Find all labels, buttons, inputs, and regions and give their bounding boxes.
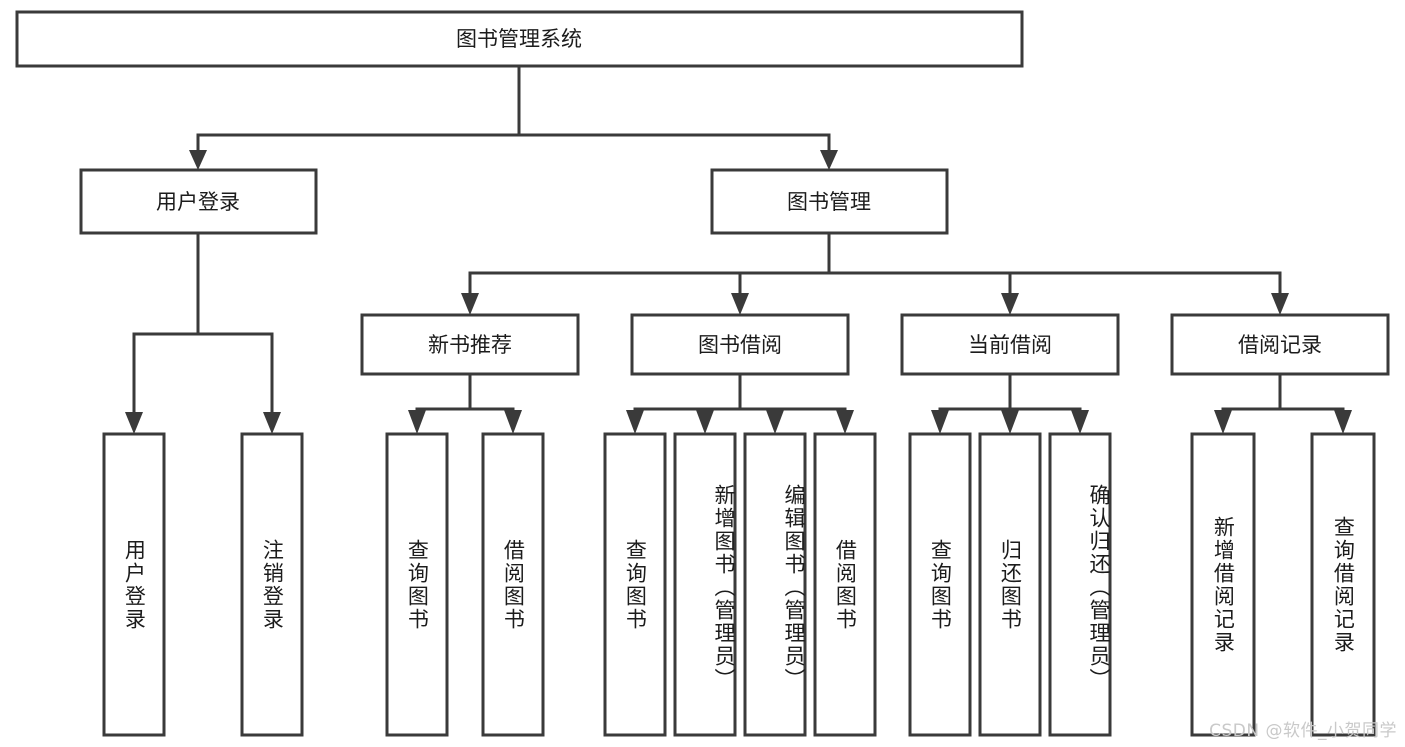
arrow-head-leaf-nbr-2 — [504, 410, 522, 434]
arrow-head-leaf-user-login-1 — [125, 412, 143, 434]
node-box-book-manage[interactable] — [710, 168, 949, 235]
node-box-new-book-recommend[interactable] — [360, 313, 580, 376]
node-box-current-borrow[interactable] — [900, 313, 1120, 376]
arrow-head-leaf-cb-2 — [1001, 410, 1019, 434]
arrow-head-current-borrow — [1001, 293, 1019, 315]
arrow-head-leaf-nbr-1 — [408, 410, 426, 434]
node-box-borrow-records[interactable] — [1170, 313, 1390, 376]
arrow-head-leaf-user-login-2 — [263, 412, 281, 434]
arrow-head-leaf-cb-1 — [931, 410, 949, 434]
node-box-book-borrow[interactable] — [630, 313, 850, 376]
watermark-text: CSDN @软件_小贺同学 — [1209, 721, 1397, 741]
node-box-leaf-bb-edit-book[interactable] — [743, 432, 807, 737]
node-box-leaf-br-add-record[interactable] — [1190, 432, 1256, 737]
node-box-leaf-cb-query-book[interactable] — [908, 432, 972, 737]
node-label-current-borrow: 当前借阅 — [968, 333, 1052, 357]
arrow-head-leaf-bb-4 — [836, 410, 854, 434]
arrow-head-book-borrow — [731, 293, 749, 315]
arrow-head-leaf-cb-3 — [1071, 410, 1089, 434]
node-box-leaf-bb-query-book[interactable] — [603, 432, 667, 737]
arrow-head-leaf-bb-1 — [626, 410, 644, 434]
node-label-borrow-records: 借阅记录 — [1238, 333, 1322, 357]
arrow-head-borrow-records — [1271, 293, 1289, 315]
node-label-book-borrow: 图书借阅 — [698, 333, 782, 357]
node-box-leaf-nbr-query-book[interactable] — [385, 432, 449, 737]
node-label-new-book-recommend: 新书推荐 — [428, 333, 512, 357]
node-box-leaf-bb-add-book[interactable] — [673, 432, 737, 737]
node-box-leaf-user-login[interactable] — [102, 432, 166, 737]
arrow-head-user-login — [189, 150, 207, 170]
node-label-user-login: 用户登录 — [156, 190, 240, 214]
node-box-leaf-logout[interactable] — [240, 432, 304, 737]
node-box-leaf-br-query-record[interactable] — [1310, 432, 1376, 737]
node-box-root[interactable] — [15, 10, 1024, 68]
node-box-leaf-cb-confirm-return[interactable] — [1048, 432, 1112, 737]
arrow-head-book-manage — [820, 150, 838, 170]
node-box-leaf-bb-borrow-book[interactable] — [813, 432, 877, 737]
arrow-head-leaf-bb-2 — [696, 410, 714, 434]
node-box-leaf-nbr-borrow-book[interactable] — [481, 432, 545, 737]
node-box-leaf-cb-return-book[interactable] — [978, 432, 1042, 737]
arrow-head-new-book-recommend — [461, 293, 479, 315]
node-label-root: 图书管理系统 — [456, 27, 582, 51]
node-label-book-manage: 图书管理 — [787, 190, 871, 214]
arrow-head-leaf-br-2 — [1334, 410, 1352, 434]
arrow-head-leaf-br-1 — [1214, 410, 1232, 434]
arrow-head-leaf-bb-3 — [766, 410, 784, 434]
